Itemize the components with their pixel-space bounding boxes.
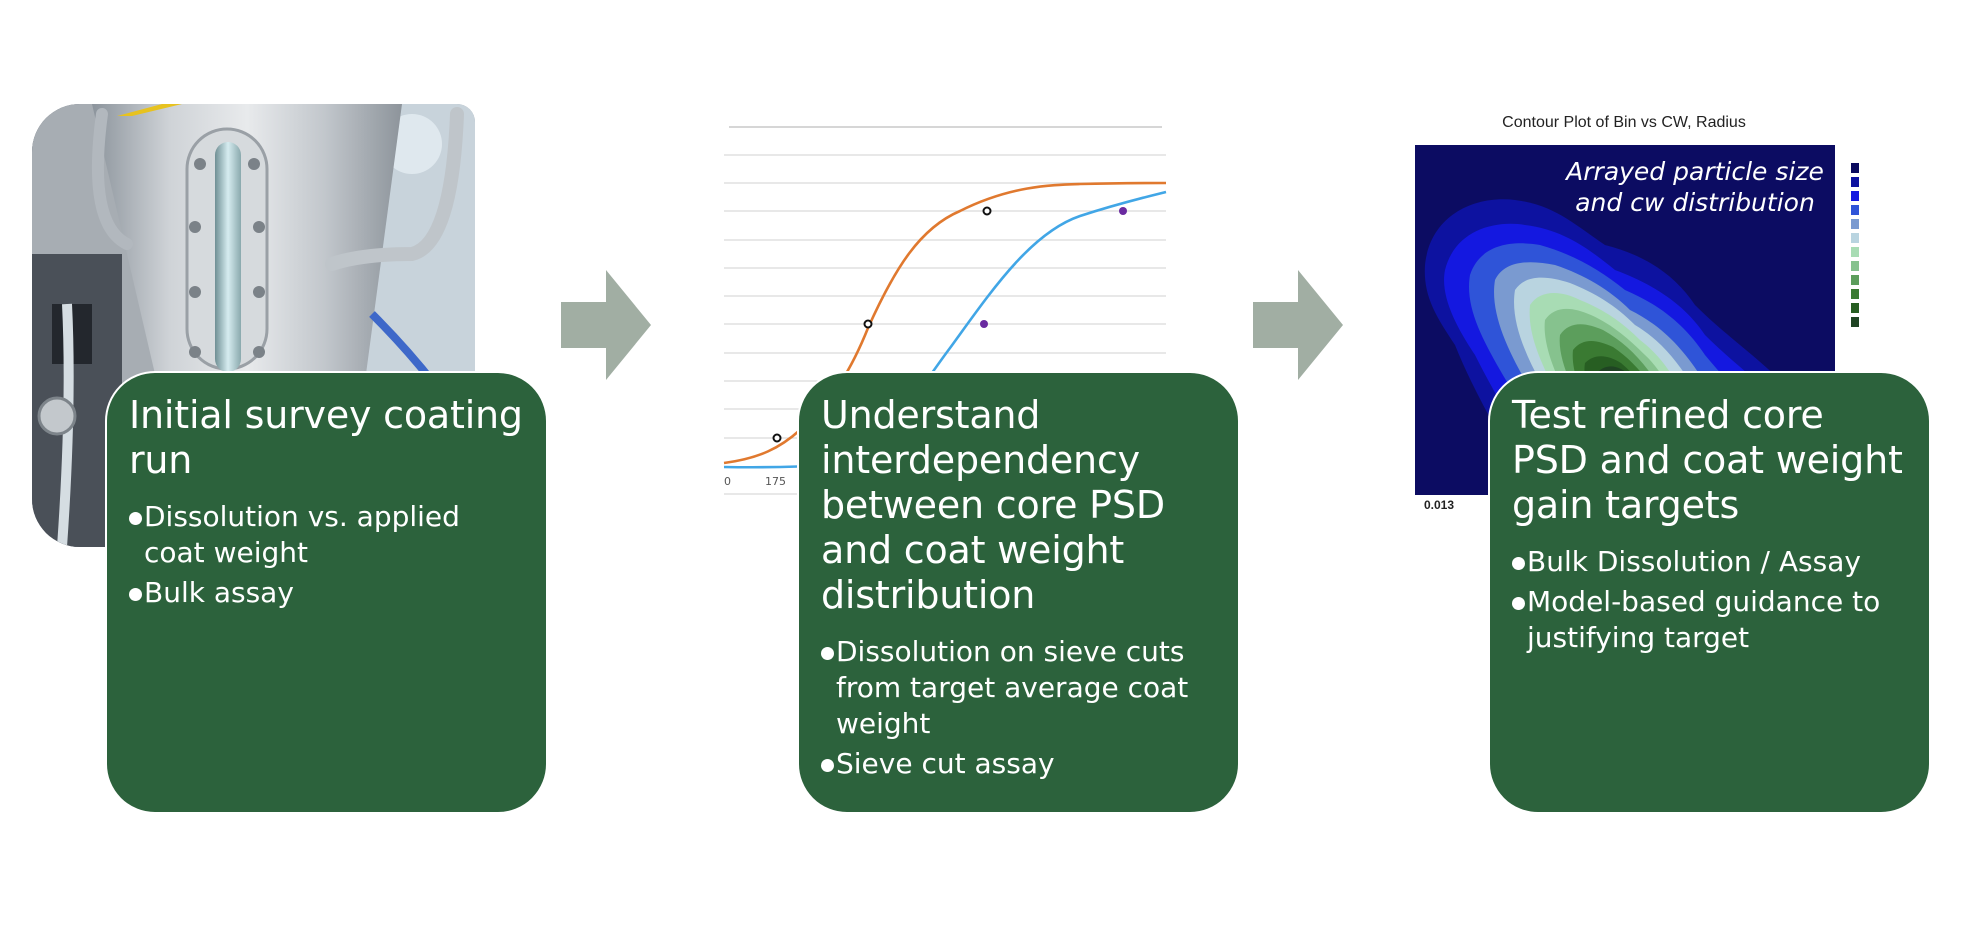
legend-swatch <box>1851 177 1859 187</box>
step-1-title: Initial survey coating run <box>129 393 523 482</box>
step-2-bullets: Dissolution on sieve cuts from target av… <box>821 634 1216 782</box>
legend-swatch <box>1851 163 1859 173</box>
legend-swatch <box>1851 219 1859 229</box>
step-1-bullets: Dissolution vs. applied coat weight Bulk… <box>129 499 524 611</box>
bullet-dot-icon <box>1512 597 1525 610</box>
contour-plot-title: Contour Plot of Bin vs CW, Radius <box>1502 114 1746 131</box>
legend-swatch <box>1851 261 1859 271</box>
step-3-bullet-1: Bulk Dissolution / Assay <box>1512 544 1907 580</box>
step-3-bullet-2: Model-based guidance to justifying targe… <box>1512 584 1907 656</box>
right-arrow-icon <box>561 270 651 380</box>
step-3-title: Test refined core PSD and coat weight ga… <box>1512 393 1903 527</box>
bullet-dot-icon <box>821 759 834 772</box>
step-1-bullet-2: Bulk assay <box>129 575 524 611</box>
orange-data-markers <box>772 206 992 443</box>
bullet-dot-icon <box>1512 557 1525 570</box>
legend-swatch <box>1851 191 1859 201</box>
legend-swatch <box>1851 289 1859 299</box>
step-1-bullet-1: Dissolution vs. applied coat weight <box>129 499 524 571</box>
contour-x-tick: 0.013 <box>1424 498 1455 512</box>
step-2-bullet-2: Sieve cut assay <box>821 746 1216 782</box>
step-3-box: Test refined core PSD and coat weight ga… <box>1488 371 1931 814</box>
legend-swatch <box>1851 303 1859 313</box>
x-tick-175: 175 <box>765 475 786 488</box>
bullet-dot-icon <box>129 512 142 525</box>
legend-swatch <box>1851 247 1859 257</box>
contour-color-legend <box>1851 163 1859 331</box>
right-arrow-icon <box>1253 270 1343 380</box>
step-2-box: Understand interdependency between core … <box>797 371 1240 814</box>
legend-swatch <box>1851 205 1859 215</box>
blue-data-markers <box>980 207 1127 328</box>
bullet-dot-icon <box>821 647 834 660</box>
step-1-box: Initial survey coating run Dissolution v… <box>105 371 548 814</box>
legend-swatch <box>1851 275 1859 285</box>
legend-swatch <box>1851 317 1859 327</box>
x-tick-0: 0 <box>724 475 731 488</box>
bullet-dot-icon <box>129 588 142 601</box>
step-2-title: Understand interdependency between core … <box>821 393 1165 617</box>
step-3-bullets: Bulk Dissolution / Assay Model-based gui… <box>1512 544 1907 656</box>
step-2-bullet-1: Dissolution on sieve cuts from target av… <box>821 634 1216 742</box>
contour-annotation: Arrayed particle size and cw distributio… <box>1566 157 1824 217</box>
legend-swatch <box>1851 233 1859 243</box>
